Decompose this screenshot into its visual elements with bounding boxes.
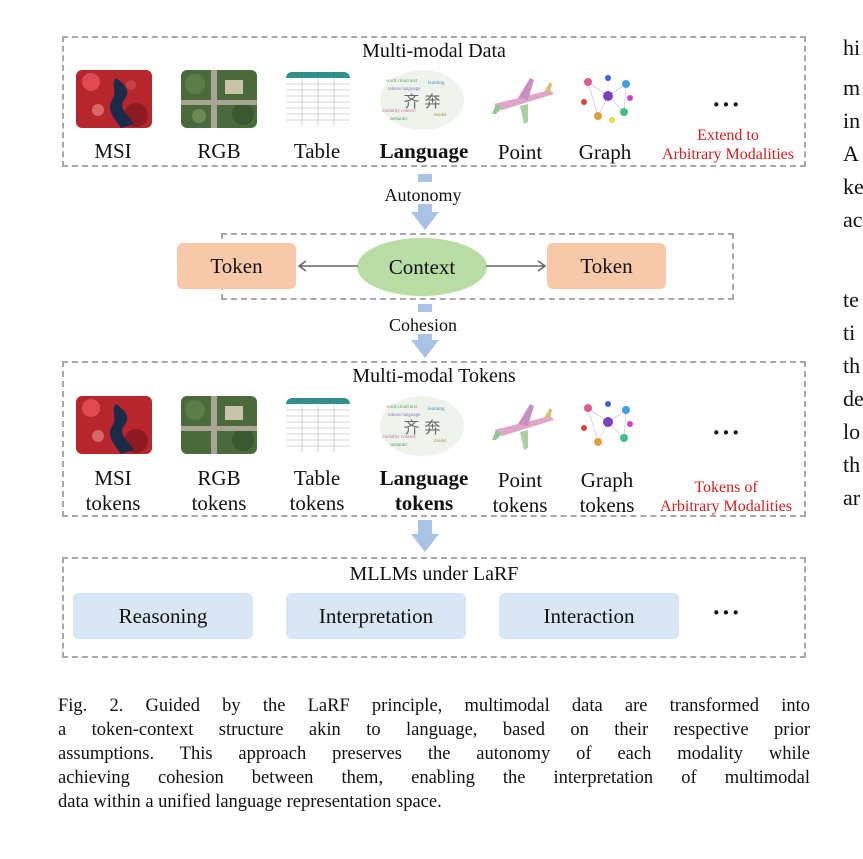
token-label-graph: Graph tokens: [552, 468, 662, 518]
svg-text:modality context: modality context: [382, 109, 416, 114]
svg-text:modality context: modality context: [382, 435, 416, 440]
svg-text:model: model: [434, 439, 447, 444]
graph-token-network: [578, 398, 636, 452]
tokens-arbitrary-line-1: Tokens of: [694, 479, 758, 496]
language-word-cloud: word cloud text tokens language modality …: [378, 68, 466, 132]
table-thumbnail: [286, 72, 350, 126]
token-label-point-2: tokens: [492, 493, 548, 517]
word-cloud-characters: 齐 奔: [403, 92, 441, 111]
side-text-8: ti: [843, 320, 856, 345]
autonomy-label: Autonomy: [384, 185, 462, 205]
modality-label-point: Point: [497, 140, 543, 164]
side-text-9: th: [843, 353, 861, 378]
side-text-4: A: [843, 141, 859, 166]
multimodal-tokens-title: Multi-modal Tokens: [352, 365, 516, 387]
msi-thumbnail: [76, 70, 152, 128]
svg-text:semantic: semantic: [390, 443, 409, 448]
token-label-table: Table tokens: [262, 466, 372, 516]
point-cloud-airplane: [490, 74, 558, 126]
modality-label-msi: MSI: [94, 139, 132, 163]
mllm-box: MLLMs under LaRF: [62, 557, 806, 658]
token-label-language: Language tokens: [367, 466, 481, 516]
task-interaction: Interaction: [499, 593, 679, 639]
side-text-1: hi: [843, 35, 861, 60]
svg-text:word cloud text: word cloud text: [386, 405, 418, 410]
multimodal-tokens-box: Multi-modal Tokens: [62, 361, 806, 517]
table-token-thumbnail: [286, 398, 350, 452]
token-label-graph-1: Graph: [580, 468, 634, 492]
extend-line-1: Extend to: [697, 127, 759, 144]
caption-line-4: achieving cohesion between them, enablin…: [58, 768, 810, 788]
svg-text:tokens language: tokens language: [388, 413, 421, 418]
cohesion-arrow: [411, 304, 439, 358]
side-text-2: m: [843, 75, 861, 100]
token-label-language-1: Language: [379, 466, 469, 490]
more-tokens-ellipsis: ···: [712, 418, 742, 447]
side-text-13: ar: [843, 485, 861, 510]
svg-text:tokens language: tokens language: [388, 87, 421, 92]
mllm-box-title: MLLMs under LaRF: [349, 563, 519, 585]
token-label-table-1: Table: [293, 466, 341, 490]
more-modalities-ellipsis: ···: [712, 90, 742, 119]
multimodal-data-title: Multi-modal Data: [362, 40, 506, 62]
token-label-point: Point tokens: [465, 468, 575, 518]
token-label-msi-2: tokens: [85, 491, 141, 515]
token-left: Token: [177, 243, 296, 289]
context-token-arrows: [297, 260, 547, 272]
msi-token-thumbnail: [76, 396, 152, 454]
rgb-token-thumbnail: [181, 396, 257, 454]
caption-line-2: a token-context structure akin to langua…: [58, 720, 810, 740]
multimodal-data-box: Multi-modal Data: [62, 36, 806, 167]
side-text-12: th: [843, 452, 861, 477]
language-token-word-cloud: word cloud text tokens language modality …: [378, 394, 466, 458]
svg-text:learning: learning: [428, 81, 445, 86]
cohesion-label: Cohesion: [388, 315, 457, 335]
token-label-point-1: Point: [497, 468, 543, 492]
point-token-airplane: [490, 400, 558, 452]
task-reasoning: Reasoning: [73, 593, 253, 639]
token-right: Token: [547, 243, 666, 289]
token-label-rgb-1: RGB: [197, 466, 241, 490]
token-label-msi: MSI tokens: [58, 466, 168, 516]
rgb-thumbnail: [181, 70, 257, 128]
autonomy-arrow: [411, 174, 439, 230]
tokens-arbitrary-line-2: Arbitrary Modalities: [660, 498, 792, 515]
modality-label-rgb: RGB: [197, 139, 241, 163]
caption-line-1: Fig. 2. Guided by the LaRF principle, mu…: [58, 696, 810, 716]
side-text-11: lo: [843, 419, 861, 444]
token-label-language-2: tokens: [394, 491, 454, 515]
extend-line-2: Arbitrary Modalities: [662, 146, 794, 163]
svg-text:learning: learning: [428, 407, 445, 412]
svg-text:semantic: semantic: [390, 117, 409, 122]
side-text-10: de: [843, 386, 863, 411]
figure-caption: Fig. 2. Guided by the LaRF principle, mu…: [58, 694, 810, 814]
modality-label-graph: Graph: [578, 140, 632, 164]
caption-line-5: data within a unified language represent…: [58, 792, 442, 812]
word-cloud-token-characters: 齐 奔: [403, 418, 441, 437]
caption-line-3: assumptions. This approach preserves the…: [58, 744, 810, 764]
side-text-5: ke: [843, 174, 863, 199]
token-label-rgb: RGB tokens: [164, 466, 274, 516]
modality-label-language: Language: [379, 139, 469, 163]
modality-label-table: Table: [293, 139, 341, 163]
mllm-arrow: [411, 520, 439, 552]
more-tasks-ellipsis: ···: [712, 598, 742, 627]
token-label-table-2: tokens: [289, 491, 345, 515]
graph-network-thumbnail: [578, 72, 636, 126]
svg-text:model: model: [434, 113, 447, 118]
extend-arbitrary-modalities: Extend to Arbitrary Modalities: [648, 126, 808, 164]
side-text-6: ac: [843, 207, 863, 232]
svg-text:word cloud text: word cloud text: [386, 79, 418, 84]
token-label-msi-1: MSI: [94, 466, 132, 490]
token-label-graph-2: tokens: [579, 493, 635, 517]
tokens-arbitrary-modalities: Tokens of Arbitrary Modalities: [646, 478, 806, 516]
token-label-rgb-2: tokens: [191, 491, 247, 515]
task-interpretation: Interpretation: [286, 593, 466, 639]
side-text-7: te: [843, 287, 859, 312]
side-text-3: in: [843, 108, 861, 133]
context-ellipse: Context: [357, 238, 487, 296]
